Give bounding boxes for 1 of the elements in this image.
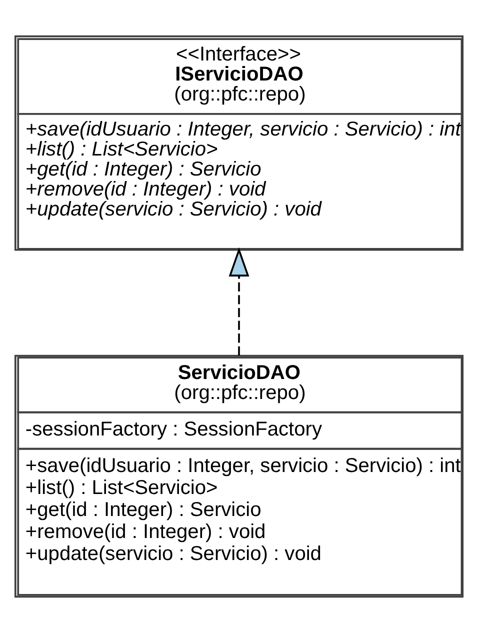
arrow — [228, 246, 250, 355]
